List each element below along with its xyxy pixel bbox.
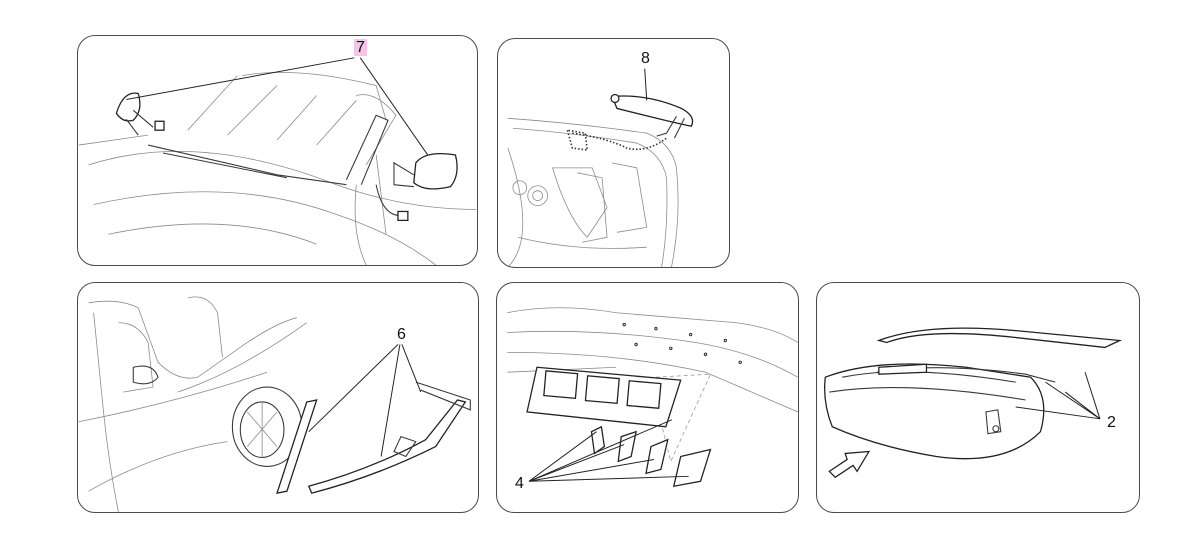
- panel-trunk-lid: 2: [816, 282, 1140, 513]
- panel-trunk-liner: 4: [496, 282, 799, 513]
- callout-number: 7: [354, 39, 367, 56]
- door-seal-illustration: [78, 296, 471, 512]
- callout-number: 2: [1107, 414, 1116, 431]
- mirror-illustration: [78, 57, 477, 265]
- panel-trunk-handle: 8: [497, 38, 730, 268]
- trunk-handle-illustration: [507, 68, 694, 267]
- callout-number: 6: [397, 326, 406, 343]
- callout-number: 4: [515, 475, 524, 492]
- panel-door-seals: 6: [77, 282, 479, 513]
- callout-number: 8: [641, 50, 650, 67]
- trunk-lid-illustration: [824, 327, 1123, 479]
- trunk-liner-illustration: [507, 307, 798, 488]
- panel-exterior-mirrors: 7: [77, 35, 478, 266]
